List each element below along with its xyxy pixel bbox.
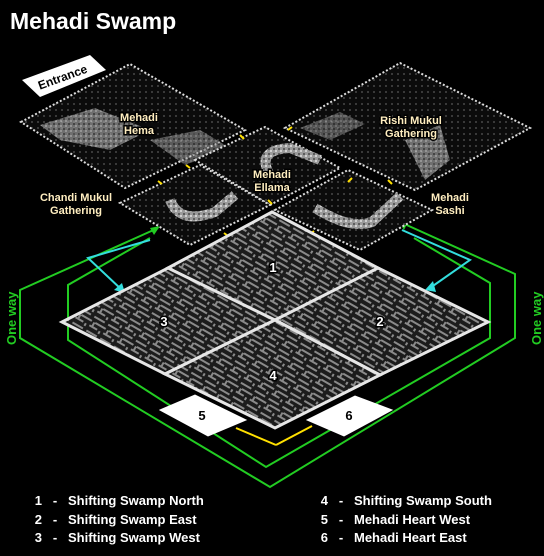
legend-item-4: 4-Shifting Swamp South <box>320 493 492 508</box>
maze-number-east: 2 <box>376 314 383 329</box>
box-number-heart-east: 6 <box>345 408 352 423</box>
legend-item-3: 3-Shifting Swamp West <box>34 530 200 545</box>
label-mehadi-sashi-1: Mehadi <box>431 192 469 204</box>
label-mehadi-ellama-1: Mehadi <box>253 169 291 181</box>
heart-west-box <box>158 394 248 437</box>
connection-arrows <box>86 229 473 291</box>
heart-east-box <box>305 395 394 437</box>
zone-mehadi-hema <box>19 62 248 190</box>
zone-mehadi-sashi <box>272 168 435 252</box>
label-mehadi-sashi-2: Sashi <box>435 205 464 217</box>
label-chandi-mukul-1: Chandi Mukul <box>40 192 112 204</box>
label-chandi-mukul-2: Gathering <box>50 205 102 217</box>
label-rishi-mukul-1: Rishi Mukul <box>380 115 442 127</box>
maze-number-west: 3 <box>160 314 167 329</box>
one-way-label-east: One way <box>529 291 544 345</box>
box-number-heart-west: 5 <box>198 408 205 423</box>
zone-chandi-mukul <box>117 163 273 247</box>
maze-south <box>161 318 384 430</box>
page-title: Mehadi Swamp <box>10 8 177 34</box>
maze-number-south: 4 <box>269 368 277 383</box>
maze-number-north: 1 <box>269 260 276 275</box>
legend-item-6: 6-Mehadi Heart East <box>320 530 467 545</box>
legend-item-1: 1-Shifting Swamp North <box>34 493 204 508</box>
zone-mehadi-ellama <box>192 125 343 207</box>
label-rishi-mukul-2: Gathering <box>385 128 437 140</box>
label-mehadi-ellama-2: Ellama <box>254 182 290 194</box>
arrow-head-east <box>425 281 436 292</box>
legend-item-2: 2-Shifting Swamp East <box>34 512 197 527</box>
one-way-label-west: One way <box>4 291 19 345</box>
zone-rishi-mukul <box>282 61 533 192</box>
label-mehadi-hema-1: Mehadi <box>120 112 158 124</box>
zone-connectors <box>157 126 393 446</box>
legend-item-5: 5-Mehadi Heart West <box>320 512 471 527</box>
label-mehadi-hema-2: Hema <box>124 125 155 137</box>
